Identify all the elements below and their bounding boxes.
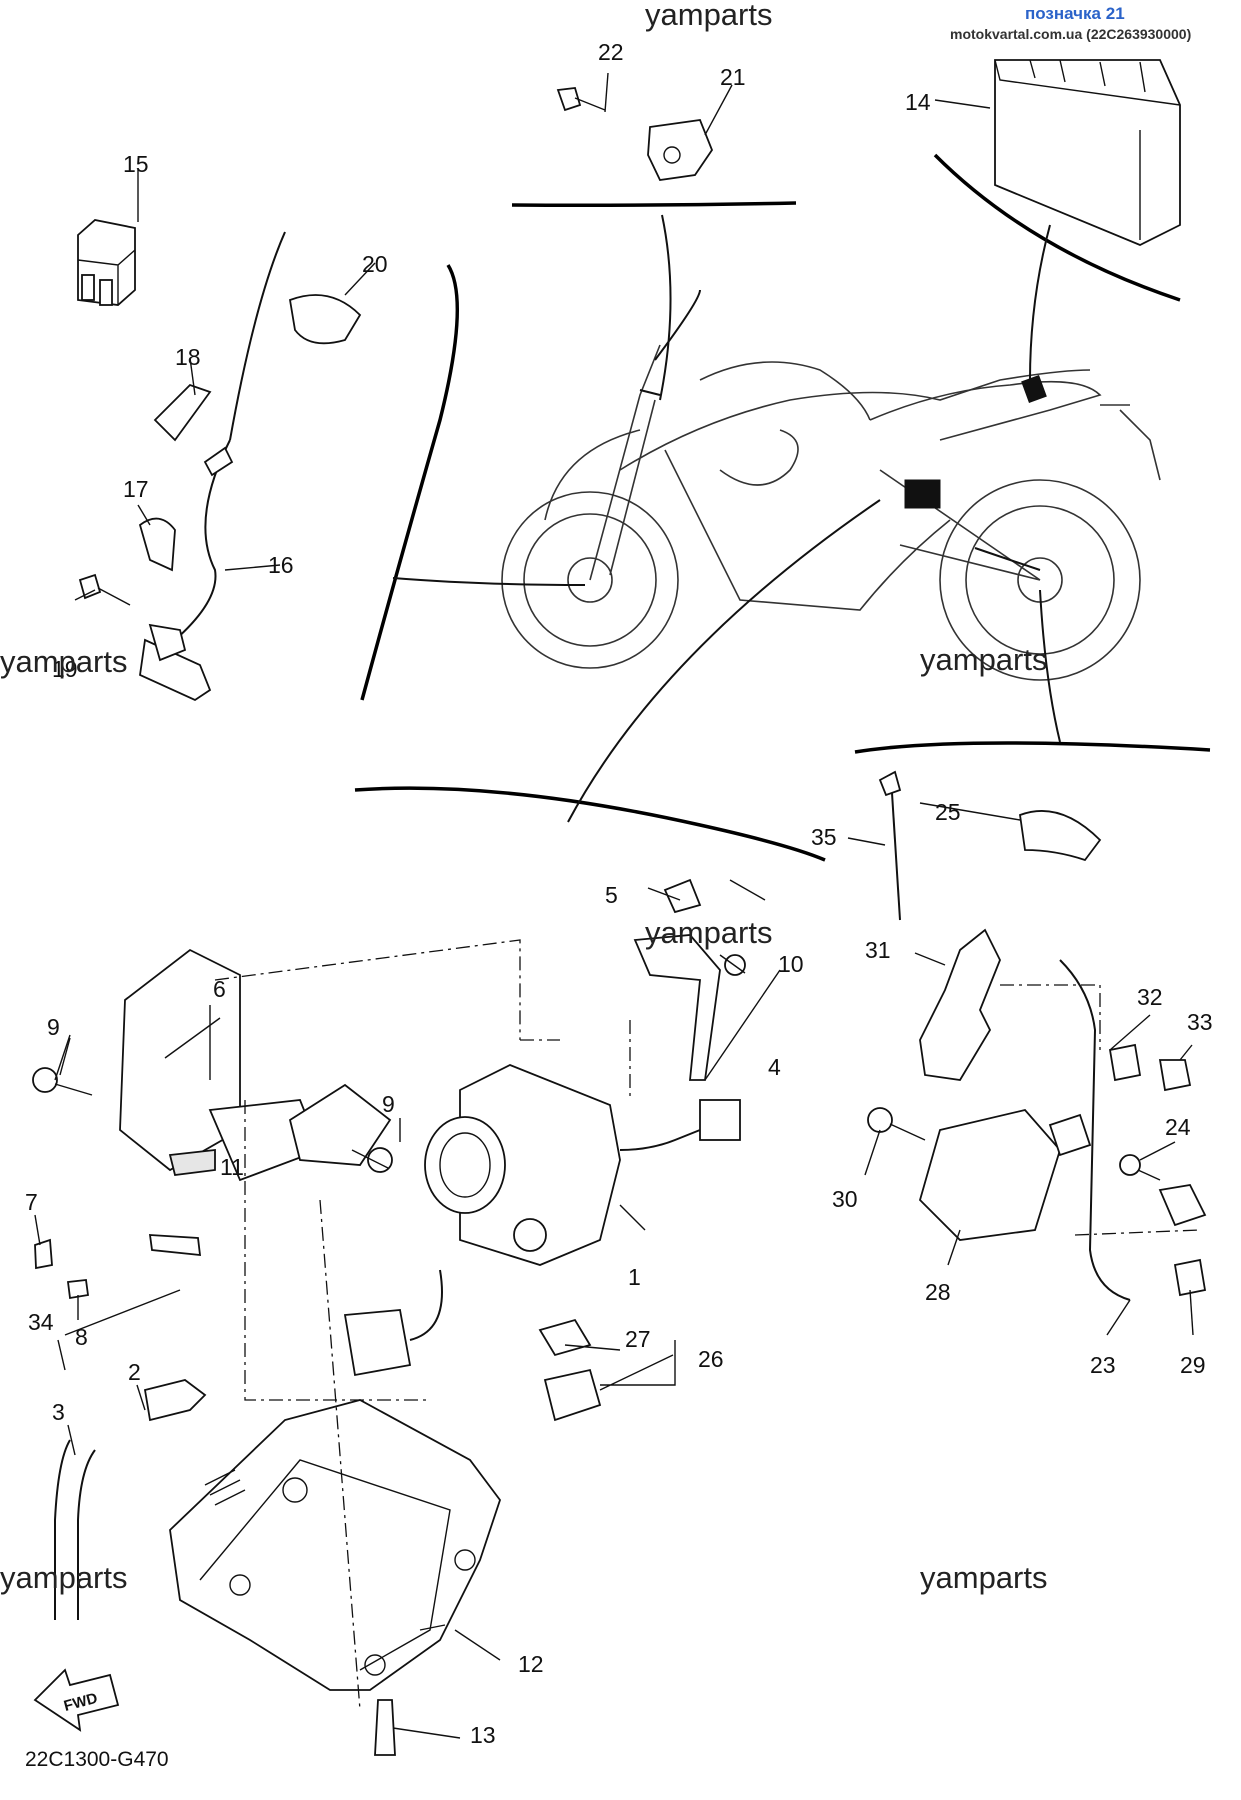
- callout-28: 28: [925, 1279, 951, 1305]
- part-12-cover: [169, 1399, 502, 1691]
- section-line-ecu: [933, 153, 1181, 302]
- callout-2: 2: [128, 1359, 141, 1385]
- rear-sensor-assembly: [867, 770, 1207, 1301]
- callout-1: 1: [628, 1264, 641, 1290]
- source-label: motokvartal.com.ua (22C263930000): [950, 26, 1191, 42]
- callout-3: 3: [52, 1399, 65, 1425]
- callout-35: 35: [811, 824, 837, 850]
- callout-30: 30: [832, 1186, 858, 1212]
- section-line-left: [360, 264, 459, 701]
- part-22-bolt: [556, 87, 606, 112]
- callout-14: 14: [905, 89, 931, 115]
- callout-12: 12: [518, 1651, 544, 1677]
- part-13-bolt: [374, 1699, 461, 1756]
- watermark: yamparts: [920, 642, 1047, 677]
- callout-29: 29: [1180, 1352, 1206, 1378]
- callout-34: 34: [28, 1309, 54, 1335]
- callout-11: 11: [220, 1154, 244, 1180]
- watermark: yamparts: [645, 915, 772, 950]
- callout-9b: 9: [382, 1091, 395, 1117]
- callout-17: 17: [123, 476, 149, 502]
- callout-6: 6: [213, 976, 226, 1002]
- part-21-bracket: [647, 119, 714, 181]
- page-title: позначка 21: [1025, 4, 1125, 23]
- callout-7: 7: [25, 1189, 38, 1215]
- callout-32: 32: [1137, 984, 1163, 1010]
- callout-15: 15: [123, 151, 149, 177]
- callout-9a: 9: [47, 1014, 60, 1040]
- section-line-top-center: [511, 201, 797, 207]
- callout-25: 25: [935, 799, 961, 825]
- callout-18: 18: [175, 344, 201, 370]
- callout-numbers: 22 21 14 15 20 18 17 16 19 5 10 6 4 9 9 …: [25, 39, 1213, 1748]
- section-line-mid: [354, 786, 826, 862]
- callout-31: 31: [865, 937, 891, 963]
- watermark: yamparts: [920, 1560, 1047, 1595]
- callout-23: 23: [1090, 1352, 1116, 1378]
- callout-16: 16: [268, 552, 294, 578]
- diagram-code: 22C1300-G470: [25, 1748, 169, 1771]
- callout-27: 27: [625, 1326, 651, 1352]
- callout-4: 4: [768, 1054, 781, 1080]
- motorcycle-illustration: [501, 289, 1161, 681]
- callout-5: 5: [605, 882, 618, 908]
- pointer-lines: [392, 214, 1061, 823]
- callout-26: 26: [698, 1346, 724, 1372]
- callout-20: 20: [362, 251, 388, 277]
- callout-8: 8: [75, 1324, 88, 1350]
- callout-13: 13: [470, 1722, 496, 1748]
- part-15-relay: [77, 219, 136, 306]
- watermark: yamparts: [645, 0, 772, 32]
- section-line-right: [854, 741, 1211, 754]
- fwd-arrow: FWD: [33, 1668, 120, 1732]
- watermark: yamparts: [0, 644, 127, 679]
- callout-33: 33: [1187, 1009, 1213, 1035]
- watermarks: yamparts yamparts yamparts yamparts yamp…: [0, 0, 1047, 1595]
- watermark: yamparts: [0, 1560, 127, 1595]
- front-sensor-assembly: [78, 231, 362, 702]
- callout-21: 21: [720, 64, 746, 90]
- callout-22: 22: [598, 39, 624, 65]
- assembly-dashed-lines: [214, 939, 631, 1711]
- ecu-unit: [994, 59, 1181, 246]
- callout-leaders: [34, 72, 1194, 1661]
- callout-24: 24: [1165, 1114, 1191, 1140]
- callout-10: 10: [778, 951, 804, 977]
- callout-19: 19: [52, 656, 78, 682]
